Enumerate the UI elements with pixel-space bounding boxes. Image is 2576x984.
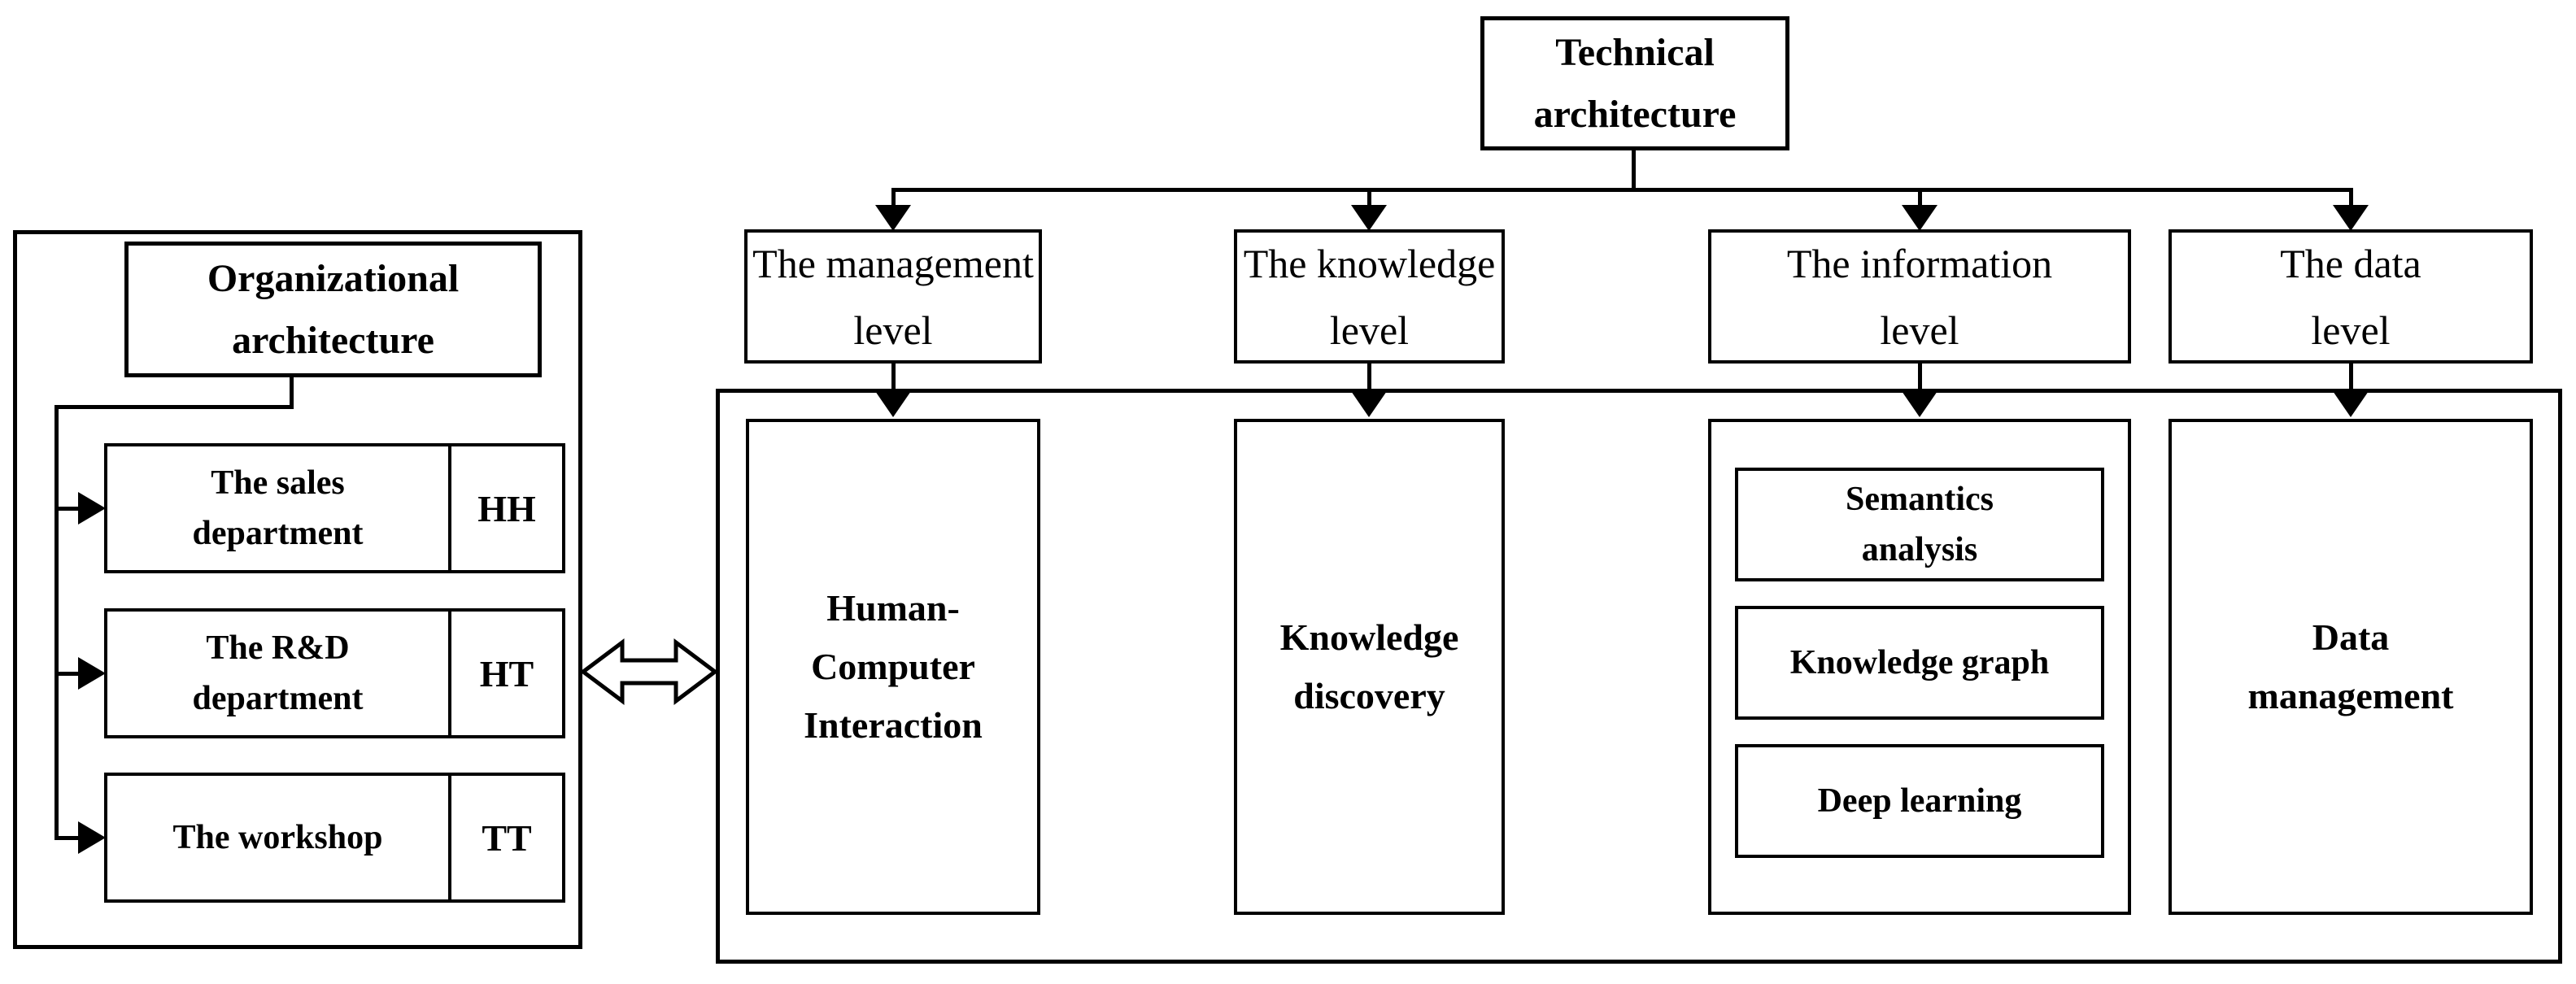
org-branch-workshop [54,836,81,840]
module-box-hci: Human-Computer Interaction [746,419,1040,915]
organizational-title-box: Organizational architecture [124,242,542,377]
org-elbow-line [54,405,294,409]
tech-branch-line [893,188,2352,192]
down-arrowhead-knowledge-icon [1351,205,1387,231]
level-box-information: The information level [1708,229,2131,364]
down-arrowhead-data-icon [2333,205,2369,231]
down-arrowhead-information-icon [1902,205,1937,231]
module-box-knowledge-discovery: Knowledge discovery [1234,419,1505,915]
org-branch-rnd [54,672,81,676]
right-arrowhead-rnd-icon [78,657,106,690]
dept-workshop-code: TT [448,776,562,899]
down-arrowhead-hci-icon [875,391,911,417]
stub-data [2349,364,2353,393]
level-box-data: The data level [2168,229,2533,364]
dept-rnd-code: HT [448,612,562,735]
org-rail-line [54,405,59,839]
module-knowledge-discovery-label: Knowledge discovery [1279,616,1459,716]
dept-workshop-label: The workshop [172,819,383,856]
module-box-data-management: Data management [2168,419,2533,915]
sub-box-semantics-analysis: Semantics analysis [1735,468,2104,581]
level-data-label: The data level [2280,240,2421,353]
module-box-information [1708,419,2131,915]
module-data-management-label: Data management [2247,616,2454,716]
stub-knowledge [1367,364,1371,393]
down-arrowhead-datamgmt-icon [2333,391,2369,417]
organizational-container [13,230,582,949]
right-arrowhead-sales-icon [78,492,106,525]
down-arrowhead-management-icon [875,205,911,231]
level-box-management: The management level [744,229,1042,364]
tech-drop-knowledge [1367,188,1371,207]
level-knowledge-label: The knowledge level [1243,240,1496,353]
level-information-label: The information level [1786,240,2053,353]
semantics-analysis-label: Semantics analysis [1846,481,1994,568]
org-branch-sales [54,507,81,511]
dept-sales-label: The sales department [192,464,364,552]
level-box-knowledge: The knowledge level [1234,229,1505,364]
down-arrowhead-semantics-icon [1902,391,1937,417]
module-hci-label: Human-Computer Interaction [804,587,983,746]
sub-box-deep-learning: Deep learning [1735,744,2104,858]
down-arrowhead-discovery-icon [1351,391,1387,417]
dept-box-sales: The sales department HH [104,443,565,573]
tech-title-stem [1632,150,1636,189]
level-management-label: The management level [752,240,1034,353]
tech-drop-data [2349,188,2353,207]
technical-title-box: Technical architecture [1480,16,1789,150]
right-arrowhead-workshop-icon [78,821,106,854]
stub-information [1918,364,1922,393]
organizational-title: Organizational architecture [207,256,460,362]
knowledge-graph-label: Knowledge graph [1789,644,2050,681]
org-title-stem [290,377,294,408]
technical-container [716,389,2562,964]
dept-box-rnd: The R&D department HT [104,608,565,738]
left-right-double-arrow-icon [581,638,717,705]
tech-drop-information [1918,188,1922,207]
dept-sales-code: HH [448,446,562,570]
sub-box-knowledge-graph: Knowledge graph [1735,606,2104,720]
deep-learning-label: Deep learning [1817,782,2022,820]
stub-management [891,364,896,393]
dept-rnd-label: The R&D department [192,629,364,717]
tech-drop-management [891,188,896,207]
dept-box-workshop: The workshop TT [104,773,565,903]
technical-title: Technical architecture [1533,30,1737,136]
